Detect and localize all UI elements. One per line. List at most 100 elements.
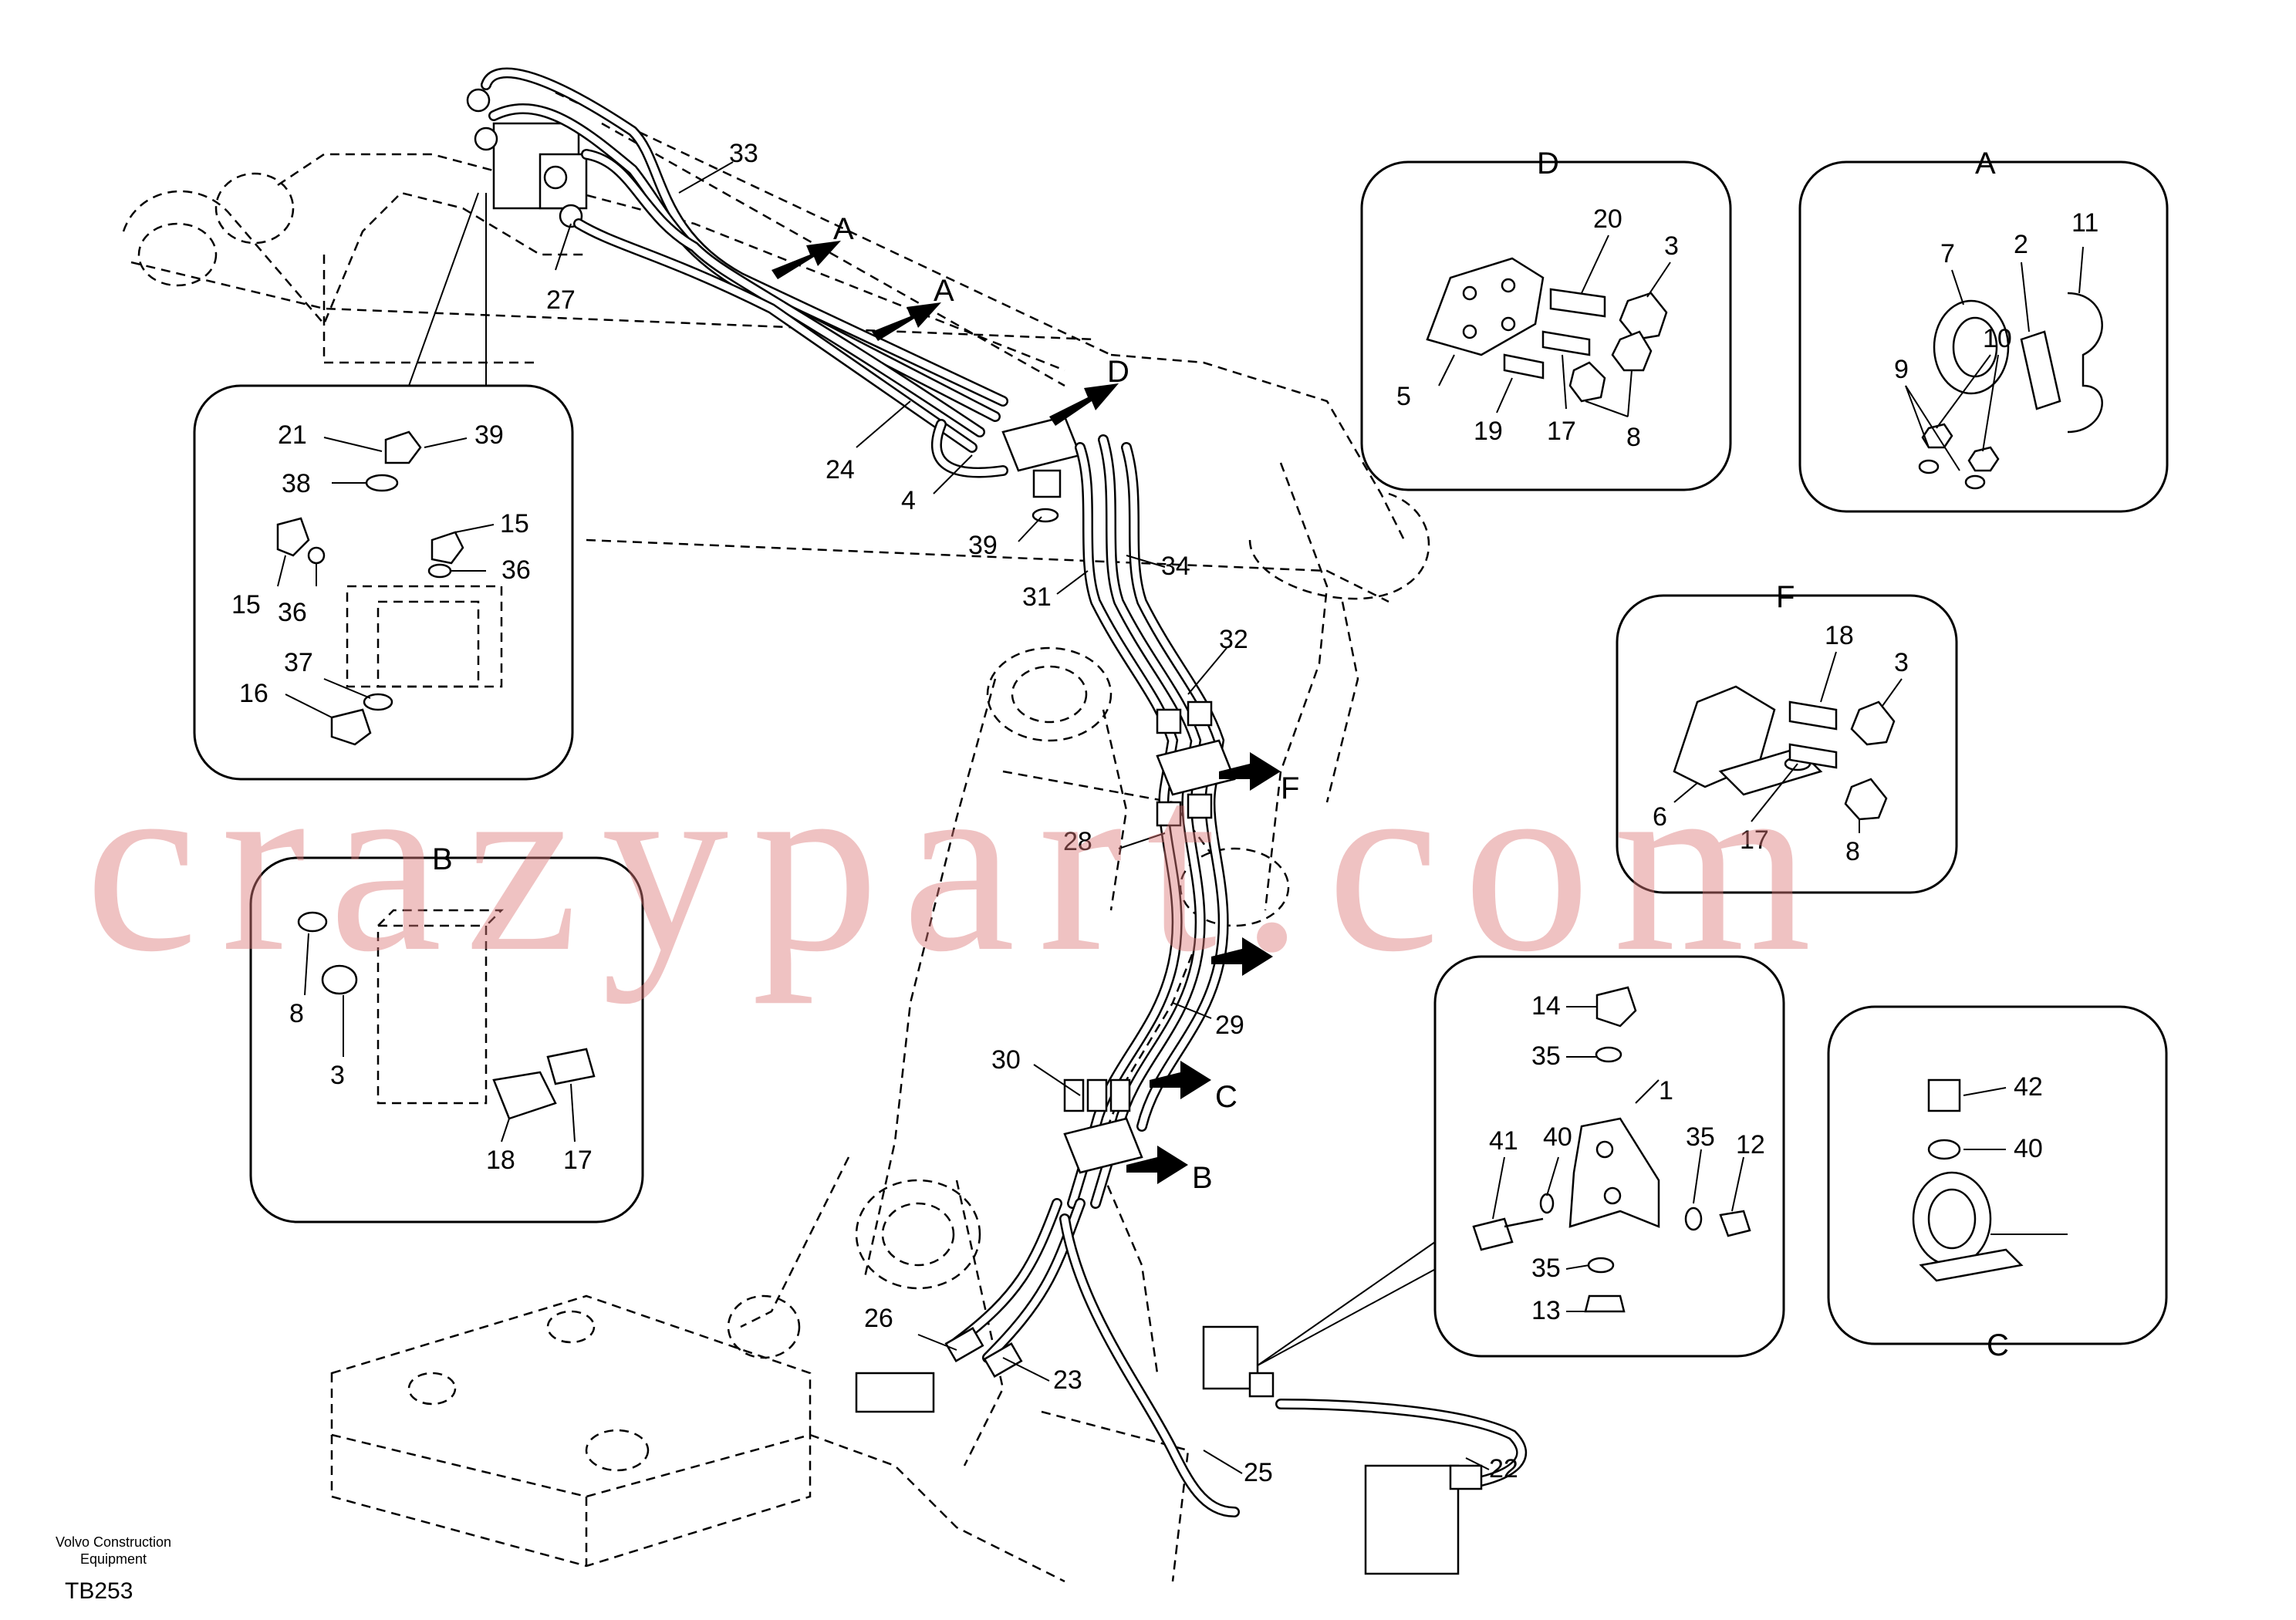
view-label-f: F	[1281, 771, 1299, 805]
detail-a-panel	[1798, 160, 2169, 513]
detail-titles: D A F B C	[432, 147, 2009, 1362]
callout-b-17: 17	[563, 1146, 593, 1175]
callout-f-6: 6	[1653, 802, 1667, 832]
main-leaders	[408, 161, 1490, 1474]
view-arrows	[772, 241, 1281, 1184]
callout-f-18: 18	[1825, 621, 1854, 650]
callout-36-right: 36	[501, 555, 531, 585]
view-arrow-c	[1211, 937, 1273, 976]
callout-d-3: 3	[1664, 231, 1679, 261]
view-arrow-a1	[772, 241, 841, 279]
callout-1-12: 12	[1736, 1130, 1765, 1159]
callout-f-17: 17	[1740, 825, 1769, 855]
detail-title-f: F	[1776, 580, 1795, 614]
callout-a-2: 2	[2014, 230, 2028, 259]
view-label-c: C	[1215, 1080, 1237, 1114]
callout-c-40: 40	[2014, 1134, 2043, 1163]
view-label-a2: A	[934, 274, 954, 308]
callout-4: 4	[901, 486, 916, 515]
boom-manifold	[1001, 415, 1082, 523]
arm-fittings	[855, 700, 1483, 1575]
view-arrow-d	[1049, 383, 1119, 426]
arm-hoses	[951, 434, 1528, 1517]
callout-d-5: 5	[1396, 382, 1411, 411]
detail-title-b: B	[432, 842, 453, 876]
detail-1-callouts: 14 35 1 35 40 41 12 35 13	[1489, 991, 1765, 1325]
callout-1-35-bottom: 35	[1531, 1254, 1561, 1283]
view-label-d: D	[1107, 355, 1129, 389]
callout-f-8: 8	[1845, 837, 1860, 866]
detail-f-callouts: 18 3 6 17 8	[1653, 621, 1909, 866]
callout-1-40: 40	[1543, 1122, 1572, 1152]
callout-a-10: 10	[1983, 324, 2012, 353]
callout-34: 34	[1161, 552, 1190, 581]
detail-title-a: A	[1975, 147, 1996, 181]
callout-d-19: 19	[1474, 417, 1503, 446]
brand-label: Volvo Construction Equipment	[55, 1534, 172, 1567]
detail-title-d: D	[1537, 147, 1559, 181]
detail-b-panel	[249, 856, 644, 1223]
control-valve-top	[466, 88, 588, 228]
callout-b-3: 3	[330, 1061, 345, 1090]
callout-37: 37	[284, 648, 313, 677]
callout-a-11: 11	[2071, 208, 2098, 238]
boom-hoses	[481, 67, 1008, 478]
callout-33: 33	[729, 139, 758, 168]
callout-1-35-right: 35	[1686, 1122, 1715, 1152]
callout-22: 22	[1489, 1454, 1518, 1483]
callout-27: 27	[546, 285, 576, 315]
callout-36-left: 36	[278, 598, 307, 627]
callout-25: 25	[1244, 1458, 1273, 1487]
callout-24: 24	[826, 455, 855, 484]
callout-23: 23	[1053, 1365, 1082, 1395]
callout-1-41: 41	[1489, 1126, 1518, 1156]
callout-29: 29	[1215, 1011, 1244, 1040]
callout-26: 26	[864, 1304, 893, 1333]
callout-30: 30	[991, 1045, 1021, 1075]
view-arrow-labels: A A D F C B	[833, 212, 1299, 1195]
callout-32: 32	[1219, 625, 1248, 654]
callout-1-35-top: 35	[1531, 1041, 1561, 1071]
callout-39-detail: 39	[474, 420, 504, 450]
detail-a-callouts: 11 7 2 10 9	[1894, 208, 2098, 384]
callout-a-9: 9	[1894, 355, 1909, 384]
callout-16: 16	[239, 679, 268, 708]
callout-1-13: 13	[1531, 1296, 1561, 1325]
callout-b-8: 8	[289, 999, 304, 1028]
view-arrow-c2	[1150, 1061, 1211, 1099]
detail-title-c: C	[1987, 1328, 2009, 1362]
detail-c-callouts: 42 40	[2014, 1072, 2043, 1163]
callout-f-3: 3	[1894, 648, 1909, 677]
callout-1-14: 14	[1531, 991, 1561, 1021]
callout-b-18: 18	[486, 1146, 515, 1175]
view-label-a1: A	[833, 212, 854, 246]
detail-d-callouts: 20 3 5 19 17 8	[1396, 204, 1679, 452]
callout-1-1: 1	[1659, 1076, 1673, 1105]
main-callouts: 33 27 24 4 39 31 34 32 28 29 30 26 23 25…	[546, 139, 1518, 1487]
view-arrow-b	[1126, 1146, 1188, 1184]
callout-a-7: 7	[1940, 239, 1955, 268]
detail-f-panel	[1616, 594, 1958, 894]
callout-38: 38	[282, 469, 311, 498]
view-arrow-f	[1219, 752, 1281, 791]
view-label-b: B	[1192, 1161, 1213, 1195]
callout-c-42: 42	[2014, 1072, 2043, 1102]
figure-code: TB253	[65, 1578, 133, 1604]
callout-d-8: 8	[1626, 423, 1641, 452]
detail-b-callouts: 8 3 18 17	[289, 999, 593, 1175]
detail-1-panel	[1433, 955, 1785, 1358]
callout-d-20: 20	[1593, 204, 1622, 234]
detail-c-panel	[1827, 1005, 2168, 1345]
callout-15-right: 15	[500, 509, 529, 538]
callout-15-left: 15	[231, 590, 261, 619]
callout-d-17: 17	[1547, 417, 1576, 446]
valve-detail-callouts: 21 39 38 15 15 36 36 37 16	[231, 420, 531, 708]
valve-detail-panel	[193, 384, 574, 781]
view-arrow-a2	[872, 302, 941, 341]
callout-28: 28	[1063, 827, 1092, 856]
detail-d-panel	[1360, 160, 1732, 491]
callout-31: 31	[1022, 582, 1052, 612]
machine-outline	[122, 91, 1430, 1583]
callout-21: 21	[278, 420, 307, 450]
